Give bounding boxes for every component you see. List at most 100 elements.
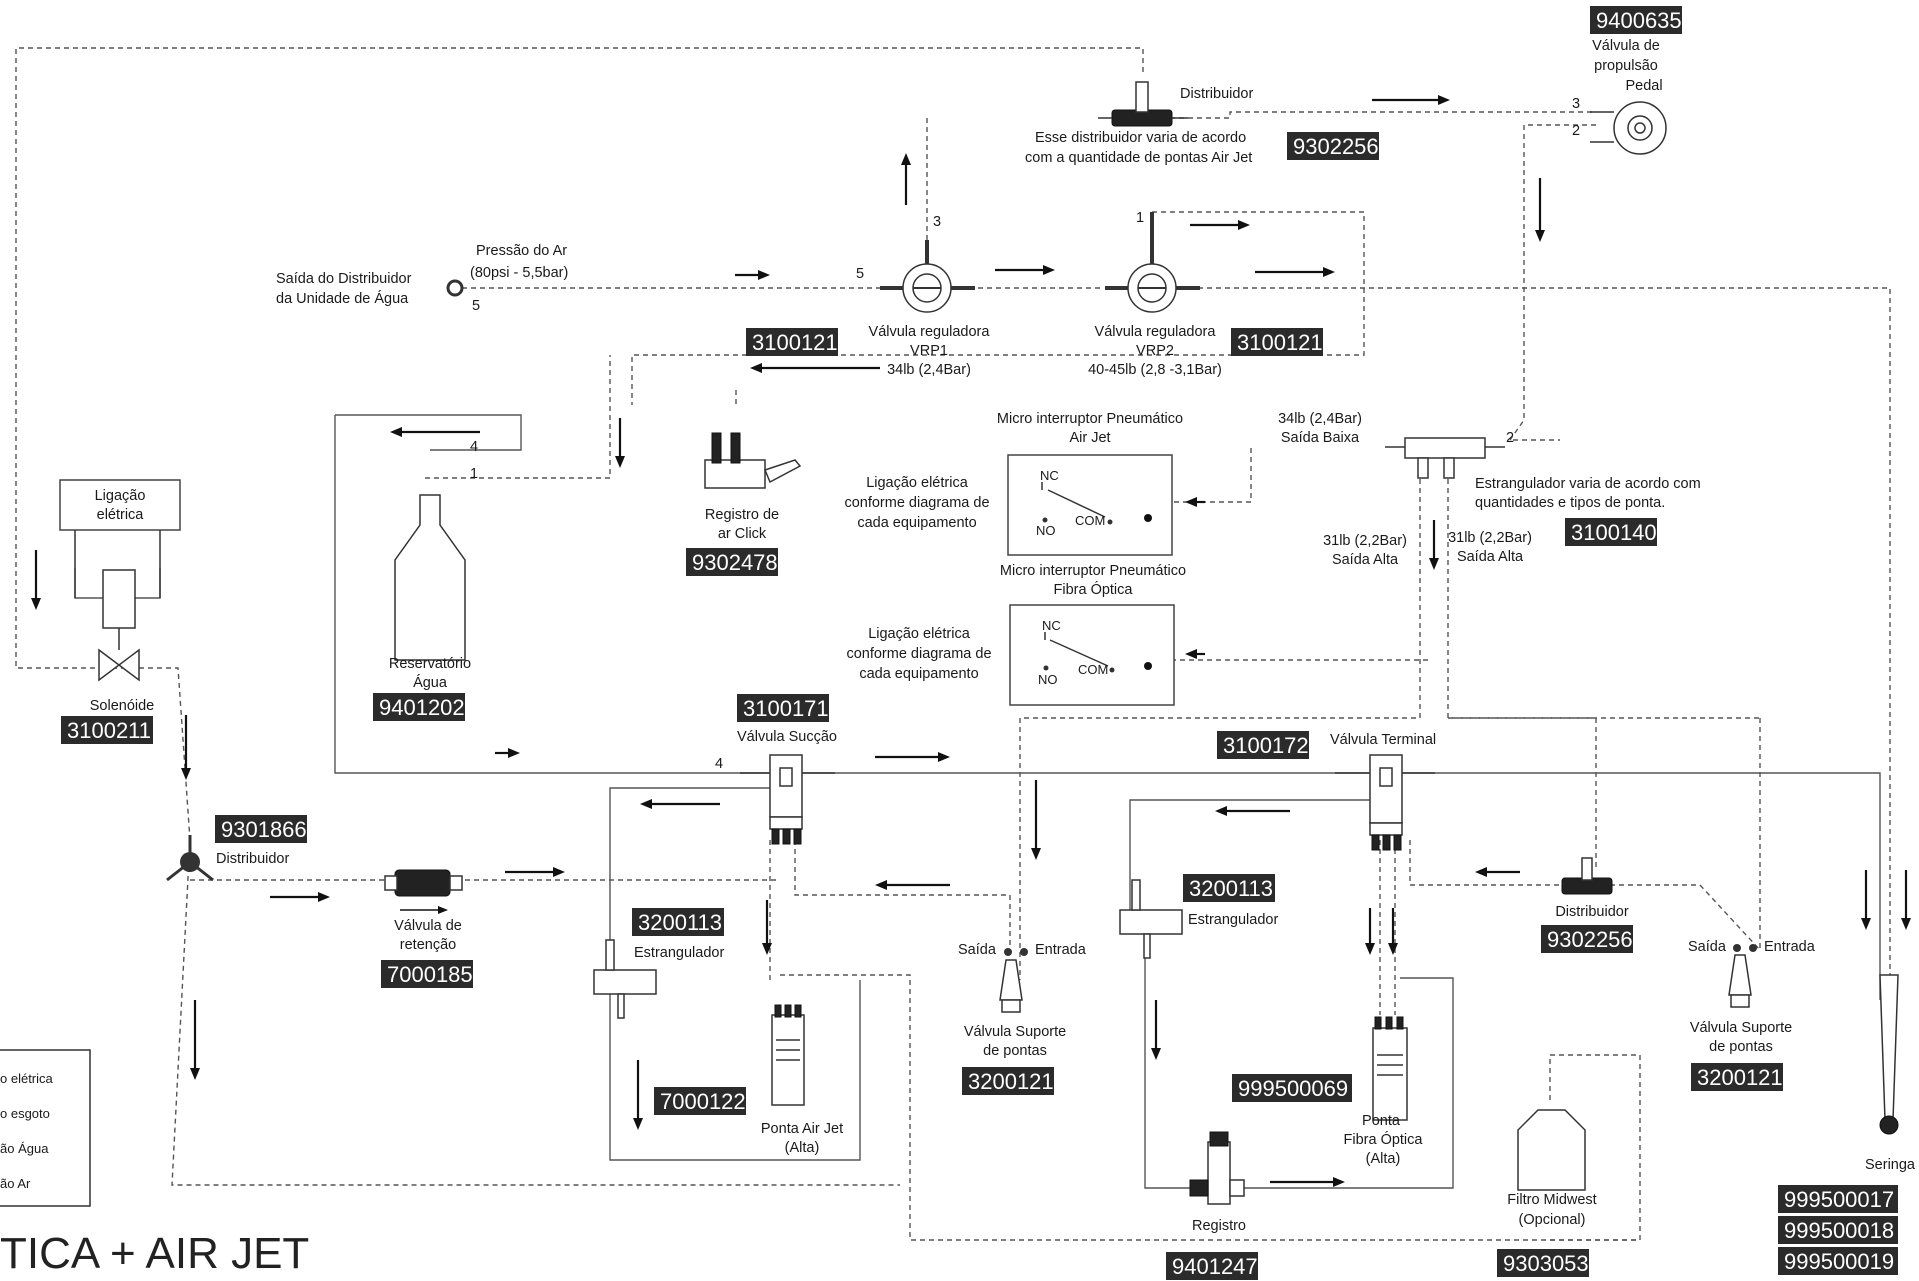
code-badge: 3200113 [632, 908, 724, 936]
svg-text:7000122: 7000122 [660, 1089, 746, 1114]
estrangulador-note-1: Estrangulador varia de acordo com [1475, 476, 1701, 492]
arrow-left-5 [640, 799, 720, 809]
pressao-ar-label-2: (80psi - 5,5bar) [470, 265, 568, 281]
pressao-ar-label-1: Pressão do Ar [476, 243, 567, 259]
valvula-propulsao-label-1: Válvula de [1592, 38, 1660, 54]
code-badge: 3100121 [1231, 328, 1323, 356]
distribuidor-left-label: Distribuidor [216, 851, 289, 867]
registro-click-label-2: ar Click [718, 526, 767, 542]
distribuidor-top-label: Distribuidor [1180, 86, 1253, 102]
svg-text:999500017: 999500017 [1784, 1187, 1894, 1212]
code-badge: 3200113 [1183, 874, 1275, 902]
registro-click-label-1: Registro de [705, 507, 779, 523]
ligacao-eletrica-box-1: Ligação [95, 488, 146, 504]
reservoir-bottle-icon [394, 494, 466, 661]
svg-text:9401202: 9401202 [379, 695, 465, 720]
nc-label-1: NC [1040, 468, 1059, 483]
code-badge: 3200121 [962, 1067, 1054, 1095]
seringa-label: Seringa [1865, 1157, 1916, 1173]
arrow-down-10 [1151, 1000, 1161, 1060]
text-labels: 3 2 3 1 5 5 4 1 2 4 Saída do Distribuido… [0, 38, 1916, 1278]
valvula-suporte-2-label-2: de pontas [1709, 1039, 1773, 1055]
svg-text:3200121: 3200121 [968, 1069, 1054, 1094]
vrp1-label-3: 34lb (2,4Bar) [887, 362, 971, 378]
distribuidor-left-icon [166, 835, 214, 882]
legend-item-3: ão Água [0, 1141, 49, 1156]
ligacao-eletrica-1-line-2: conforme diagrama de [844, 495, 989, 511]
saida-baixa-label-2: Saída Baixa [1281, 430, 1360, 446]
port-label-1-res: 1 [470, 466, 478, 482]
registro-icon [1189, 1131, 1245, 1205]
code-badge: 9401247 [1166, 1252, 1258, 1280]
estrangulador-1-label: Estrangulador [634, 945, 724, 961]
legend-item-4: ão Ar [0, 1176, 31, 1191]
saida-alta-2-label-2: Saída Alta [1457, 549, 1524, 565]
registro-label: Registro [1192, 1218, 1246, 1234]
svg-text:999500019: 999500019 [1784, 1249, 1894, 1274]
vrp1-label-1: Válvula reguladora [869, 324, 991, 340]
svg-text:3100211: 3100211 [67, 718, 151, 743]
entrada-label-2: Entrada [1764, 939, 1816, 955]
code-badge: 9302256 [1287, 132, 1379, 160]
code-badge: 3200121 [1691, 1063, 1783, 1091]
solenoide-label: Solenóide [90, 698, 155, 714]
legend-item-1: o elétrica [0, 1071, 54, 1086]
filtro-midwest-icon [1517, 1109, 1586, 1191]
arrow-right-2 [735, 270, 770, 280]
valvula-succao-label: Válvula Sucção [737, 729, 837, 745]
valvula-terminal-icon [1335, 754, 1435, 851]
distribuidor-note-1: Esse distribuidor varia de acordo [1035, 130, 1246, 146]
svg-text:7000185: 7000185 [387, 962, 473, 987]
port-label-3-vrp1: 3 [933, 214, 941, 230]
saida-alta-1-label-1: 31lb (2,2Bar) [1323, 533, 1407, 549]
valvula-suporte-1-label-2: de pontas [983, 1043, 1047, 1059]
micro-switch-airjet-icon [1007, 454, 1173, 556]
code-badge: 999500017 [1778, 1185, 1898, 1213]
arrow-down-14 [1901, 870, 1911, 930]
code-badge: 999500018 [1778, 1216, 1898, 1244]
svg-text:3100121: 3100121 [1237, 330, 1323, 355]
arrow-down-13 [1861, 870, 1871, 930]
svg-text:9302256: 9302256 [1293, 134, 1379, 159]
distribuidor-right-icon [1561, 857, 1613, 895]
com-label-2: COM [1078, 662, 1108, 677]
micro-fibra-label-2: Fibra Óptica [1054, 581, 1134, 598]
port-label-4-succao: 4 [715, 756, 723, 772]
svg-text:3200121: 3200121 [1697, 1065, 1783, 1090]
svg-text:9401247: 9401247 [1172, 1254, 1258, 1279]
ponta-fibra-icon [1372, 1016, 1408, 1121]
valvula-propulsao-label-2: propulsão [1594, 58, 1658, 74]
part-code-badges: 9400635 9302256 3100121 3100121 9302478 … [61, 6, 1898, 1280]
ligacao-eletrica-2-line-2: conforme diagrama de [846, 646, 991, 662]
code-badge: 9302256 [1541, 925, 1633, 953]
code-badge: 7000122 [654, 1087, 746, 1115]
code-badge: 999500019 [1778, 1247, 1898, 1275]
valvula-propulsao-label-3: Pedal [1625, 78, 1662, 94]
svg-text:999500018: 999500018 [1784, 1218, 1894, 1243]
arrow-left-6 [875, 880, 950, 890]
vrp2-valve-icon [1105, 212, 1200, 313]
svg-text:9303053: 9303053 [1503, 1251, 1589, 1276]
arrow-left-2 [390, 427, 480, 437]
distribuidor-top-icon [1098, 81, 1188, 127]
no-label-1: NO [1036, 523, 1056, 538]
valvula-suporte-1-label-1: Válvula Suporte [964, 1024, 1066, 1040]
arrow-down-3 [1429, 520, 1439, 570]
flow-arrows [31, 95, 1911, 1187]
port-label-2-top: 2 [1572, 123, 1580, 139]
code-badge: 9400635 [1590, 6, 1682, 34]
micro-airjet-label-2: Air Jet [1069, 430, 1110, 446]
arrow-left-4 [1185, 649, 1205, 659]
port-label-3-top: 3 [1572, 96, 1580, 112]
vrp2-label-2: VRP2 [1136, 343, 1174, 359]
svg-text:3100171: 3100171 [743, 696, 829, 721]
micro-fibra-label-1: Micro interruptor Pneumático [1000, 563, 1186, 579]
vrp1-valve-icon [880, 240, 975, 313]
arrow-down-9 [633, 1060, 643, 1130]
svg-text:9301866: 9301866 [221, 817, 307, 842]
estrangulador-note-2: quantidades e tipos de ponta. [1475, 495, 1665, 511]
reservatorio-label-2: Água [413, 674, 448, 691]
estrangulador-2-icon [1119, 879, 1183, 959]
valvula-suporte-1-icon [999, 948, 1028, 1013]
arrow-down-7 [1031, 780, 1041, 860]
